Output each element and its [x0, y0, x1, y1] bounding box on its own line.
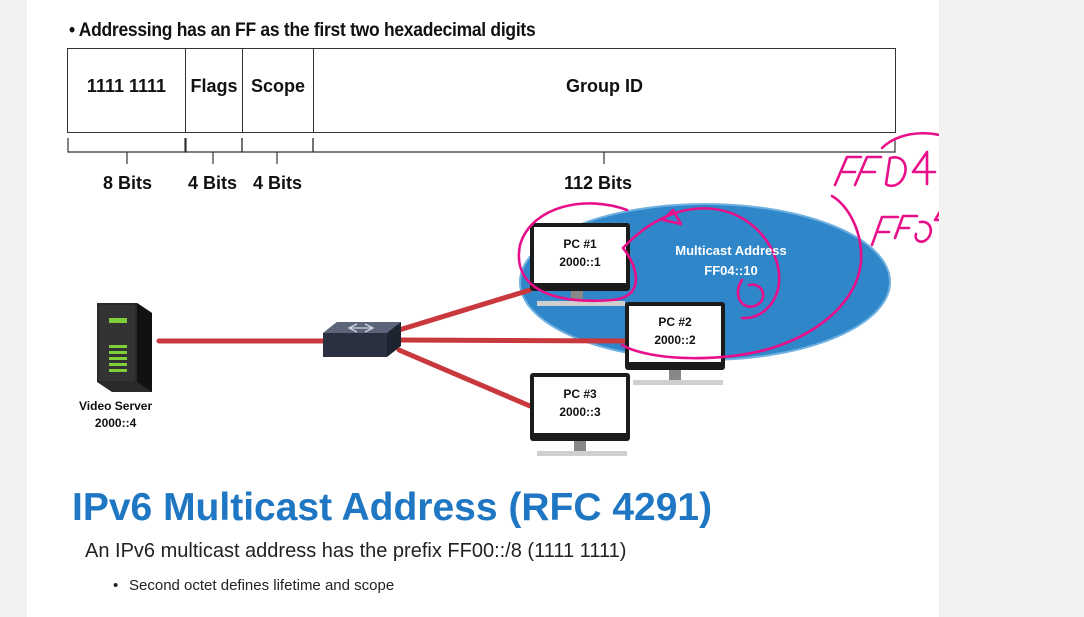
pc1-label: PC #1 2000::1	[540, 235, 620, 271]
annotation-letter-f2	[853, 155, 883, 187]
brace-group-id	[312, 138, 896, 164]
pc3-name: PC #3	[563, 387, 597, 401]
pc2-label: PC #2 2000::2	[635, 313, 715, 349]
annotation-letter-zero	[884, 156, 907, 188]
pc1-name: PC #1	[563, 237, 597, 251]
link-switch-pc3	[396, 347, 533, 409]
field-group-id: Group ID	[566, 76, 643, 96]
slide: • Addressing has an FF as the first two …	[27, 0, 939, 617]
annotation-circle-ff04	[880, 131, 939, 150]
network-links	[156, 287, 630, 409]
annotation-loop-pc1	[517, 202, 638, 303]
multicast-label: Multicast Address FF04::10	[667, 241, 795, 281]
pc2-monitor-icon	[625, 302, 725, 385]
field-flags: Flags	[186, 49, 243, 132]
brace-scope	[241, 138, 314, 164]
annotation-letter-f4	[893, 214, 919, 240]
multicast-address: FF04::10	[704, 263, 758, 278]
link-switch-pc2	[396, 337, 630, 344]
server-address: 2000::4	[94, 416, 137, 430]
pc3-monitor-icon	[530, 373, 630, 456]
bits-label-flags: 4 Bits	[188, 173, 238, 193]
bit-braces	[67, 138, 896, 164]
brace-prefix	[67, 138, 187, 164]
diagram-graphics	[67, 131, 939, 456]
server-label: Video Server 2000::4	[79, 398, 152, 432]
field-scope: Scope	[243, 49, 314, 132]
annotation-letter-f1	[833, 155, 863, 187]
bullet-item: Second octet defines lifetime and scope	[113, 577, 394, 594]
slide-page: • Addressing has an FF as the first two …	[27, 0, 939, 617]
pc1-address: 2000::1	[559, 255, 601, 269]
field-prefix: 1111 1111	[68, 49, 186, 132]
link-switch-pc1	[396, 287, 533, 333]
annotation-small-circle	[736, 278, 765, 308]
annotation-loop-pc2	[620, 194, 863, 360]
brace-flags	[184, 138, 243, 164]
address-field-table: 1111 1111 Flags Scope Group ID	[67, 48, 896, 133]
annotation-letter-four2	[933, 210, 939, 222]
pc2-address: 2000::2	[654, 333, 696, 347]
slide-subtitle: An IPv6 multicast address has the prefix…	[85, 540, 627, 562]
pc2-name: PC #2	[658, 315, 692, 329]
annotation-letter-f3	[870, 215, 900, 247]
server-name: Video Server	[79, 399, 153, 413]
switch-icon	[323, 322, 401, 357]
bullet-heading: • Addressing has an FF as the first two …	[69, 20, 536, 41]
pc1-monitor-icon	[530, 223, 630, 306]
annotation-letter-four	[911, 150, 937, 186]
annotation-arrowhead	[661, 208, 683, 226]
server-icon	[97, 303, 152, 392]
annotation-letter-zero2	[914, 220, 933, 243]
bits-label-group-id: 112 Bits	[564, 173, 633, 193]
slide-title: IPv6 Multicast Address (RFC 4291)	[72, 486, 713, 529]
bits-label-scope: 4 Bits	[253, 173, 303, 193]
pc3-label: PC #3 2000::3	[540, 385, 620, 421]
multicast-title: Multicast Address	[675, 243, 787, 258]
bits-label-prefix: 8 Bits	[103, 173, 153, 193]
handwritten-annotation	[517, 131, 939, 360]
pc3-address: 2000::3	[559, 405, 601, 419]
